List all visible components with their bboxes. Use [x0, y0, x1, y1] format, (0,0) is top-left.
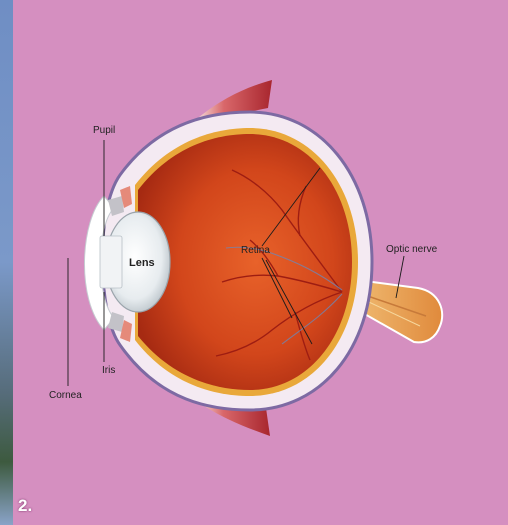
label-retina: Retina [241, 245, 270, 256]
label-optic-nerve: Optic nerve [386, 244, 438, 255]
label-lens: Lens [129, 257, 155, 269]
label-pupil: Pupil [93, 125, 115, 136]
label-iris: Iris [102, 365, 115, 376]
label-cornea: Cornea [49, 390, 82, 401]
figure-number: 2. [18, 496, 32, 516]
